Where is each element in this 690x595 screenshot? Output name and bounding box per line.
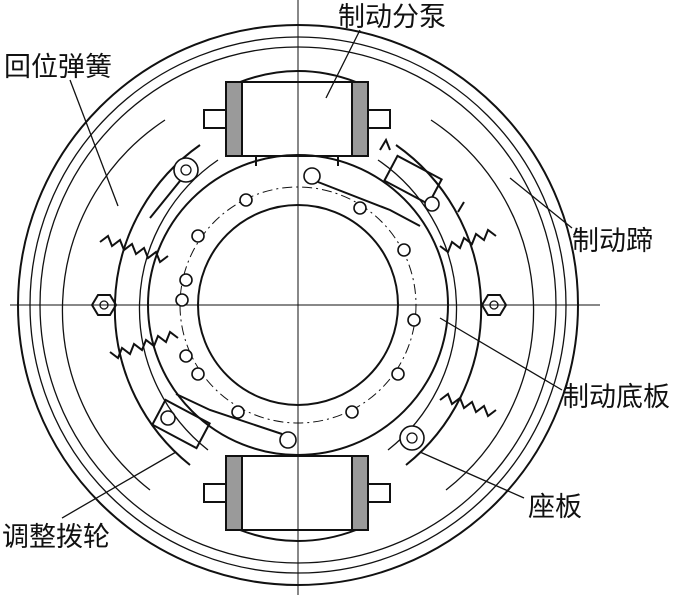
label-backing-plate: 制动底板 — [562, 382, 670, 413]
brake-shoe-right — [377, 119, 535, 491]
label-adjuster-wheel: 调整拨轮 — [2, 522, 110, 553]
return-spring-upper-right — [439, 228, 497, 254]
return-spring-lower-left — [109, 330, 179, 360]
top-adjuster — [303, 137, 465, 227]
label-seat-plate: 座板 — [528, 492, 582, 523]
return-spring-upper-left — [99, 157, 199, 264]
label-return-spring: 回位弹簧 — [4, 52, 112, 83]
backing-plate-rings — [17, 24, 579, 586]
leader-lines — [61, 29, 573, 519]
label-brake-shoe: 制动蹄 — [572, 226, 653, 257]
label-wheel-cylinder: 制动分泵 — [338, 2, 446, 33]
bottom-wheel-cylinder — [203, 455, 391, 542]
hub-bolt-holes — [175, 193, 421, 419]
bottom-adjuster — [151, 393, 297, 450]
right-nut — [480, 294, 508, 316]
return-spring-lower-right — [399, 392, 497, 451]
center-lines — [10, 0, 600, 595]
top-wheel-cylinder — [203, 70, 391, 166]
left-nut — [90, 294, 118, 316]
